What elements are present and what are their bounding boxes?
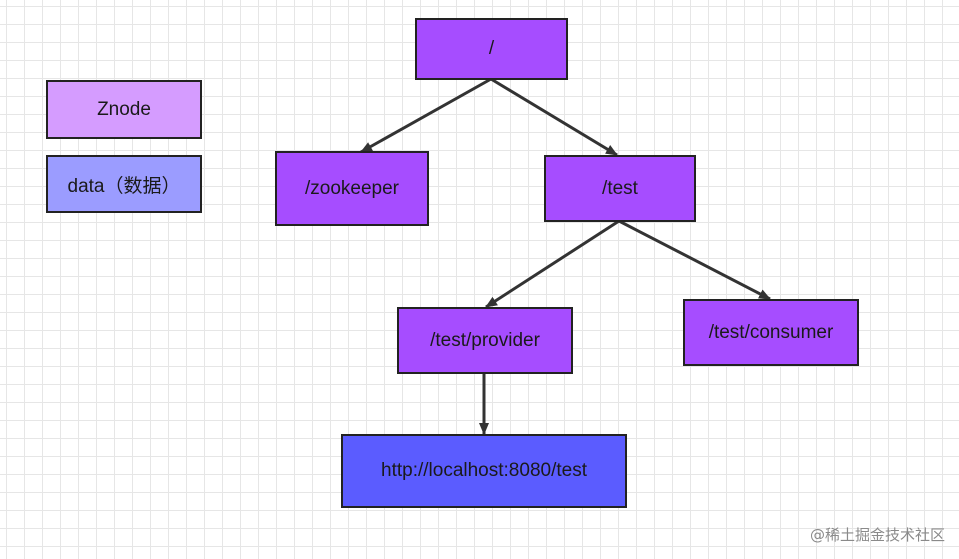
legend-data-label: data（数据） [67, 175, 181, 197]
edge-test-to-consumer [618, 219, 771, 301]
node-root-label: / [488, 38, 495, 59]
node-zookeeper: /zookeeper [275, 151, 429, 226]
node-test-provider-label: /test/provider [430, 329, 540, 351]
node-test: /test [544, 155, 696, 222]
edge-root-to-test [490, 77, 618, 157]
watermark: @稀土掘金技术社区 [809, 526, 945, 544]
legend-znode-label: Znode [97, 98, 151, 120]
node-test-provider: /test/provider [397, 307, 573, 374]
node-provider-data-label: http://localhost:8080/test [381, 460, 587, 481]
node-test-consumer: /test/consumer [683, 299, 859, 366]
legend-data: data（数据） [46, 155, 202, 213]
node-zookeeper-label: /zookeeper [304, 177, 399, 199]
node-test-label: /test [602, 177, 638, 199]
node-root: / [415, 18, 568, 80]
edge-test-to-provider [485, 219, 620, 309]
node-provider-data: http://localhost:8080/test [341, 434, 627, 508]
legend-znode: Znode [46, 80, 202, 139]
node-test-consumer-label: /test/consumer [708, 321, 834, 343]
edge-root-to-zookeeper [360, 77, 492, 154]
